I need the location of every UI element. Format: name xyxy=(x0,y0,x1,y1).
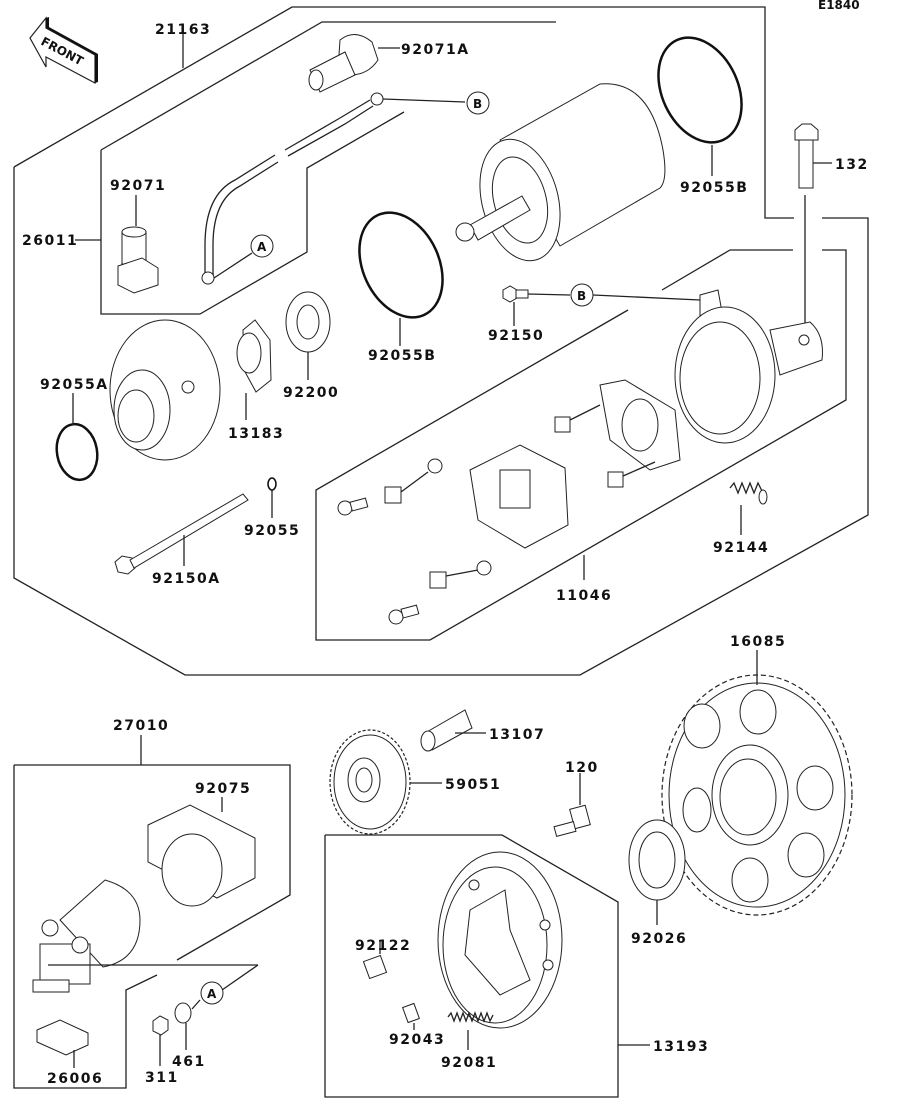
box-11046-top-right xyxy=(661,249,793,291)
part-label-92200: 92200 xyxy=(283,385,339,401)
part-label-92075: 92075 xyxy=(195,781,251,797)
ref-b-mid-label: B xyxy=(577,289,586,303)
part-13183-plate xyxy=(236,319,272,393)
part-motor-yoke xyxy=(455,83,666,262)
ref-a-label: A xyxy=(257,240,267,254)
part-120-bolt xyxy=(553,804,591,838)
part-59051-idle-gear xyxy=(329,729,411,835)
front-arrow-icon: FRONT xyxy=(29,16,98,84)
ref-b-label: B xyxy=(473,97,482,111)
part-16085-clutch-gear xyxy=(661,674,853,916)
part-starter-cable xyxy=(201,92,384,285)
part-92055B-o-ring-top xyxy=(657,36,743,144)
part-label-92071A: 92071A xyxy=(401,42,470,58)
part-label-92150A: 92150A xyxy=(152,571,221,587)
part-label-27010: 27010 xyxy=(113,718,169,734)
part-label-92055: 92055 xyxy=(244,523,300,539)
part-311-nut xyxy=(152,1015,169,1036)
part-label-132: 132 xyxy=(835,157,869,173)
part-26006-fuse xyxy=(36,1019,89,1056)
part-label-461: 461 xyxy=(172,1054,206,1070)
part-label-92122: 92122 xyxy=(355,938,411,954)
box-13193 xyxy=(324,834,619,1098)
part-brush-holder-plate xyxy=(554,379,681,488)
leader-ref-b-top xyxy=(382,98,466,103)
part-92071-terminal-nut xyxy=(117,226,159,294)
diagram-code: E1840 xyxy=(818,0,860,12)
part-92055B-o-ring-mid xyxy=(358,211,444,319)
part-label-11046: 11046 xyxy=(556,588,612,604)
kit-outline-21163-top xyxy=(13,6,794,219)
part-92043-pin xyxy=(401,1002,421,1024)
box-26011-top xyxy=(100,21,556,151)
leader-ref-a-relay-2 xyxy=(221,964,259,991)
part-92055A-o-ring xyxy=(55,422,99,482)
part-brush-screws xyxy=(337,497,420,625)
ref-circle-b xyxy=(466,91,490,115)
leader-ref-b-bracket xyxy=(592,294,701,301)
part-label-120: 120 xyxy=(565,760,599,776)
part-label-92026: 92026 xyxy=(631,931,687,947)
box-26011 xyxy=(100,111,405,315)
part-92055-o-ring xyxy=(267,477,277,491)
leader-ref-a-cable xyxy=(213,252,253,279)
box-27010-right xyxy=(14,764,291,961)
part-label-13193: 13193 xyxy=(653,1039,709,1055)
part-92122-roller xyxy=(362,954,388,980)
part-92150-bolt xyxy=(502,285,529,303)
part-one-way-clutch xyxy=(437,851,563,1029)
part-label-92043: 92043 xyxy=(389,1032,445,1048)
part-label-13183: 13183 xyxy=(228,426,284,442)
part-label-21163: 21163 xyxy=(155,22,211,38)
kit-outline-21163 xyxy=(13,167,869,676)
part-label-92055A: 92055A xyxy=(40,377,109,393)
part-label-92071: 92071 xyxy=(110,178,166,194)
part-92200-washer xyxy=(285,291,331,353)
part-front-cover xyxy=(109,319,221,461)
part-461-washer xyxy=(174,1002,192,1024)
part-132-bolt xyxy=(794,123,819,189)
part-brush-holder xyxy=(469,444,569,549)
part-label-92055B-mid: 92055B xyxy=(368,348,436,364)
part-rear-cover xyxy=(674,289,823,444)
part-label-26006: 26006 xyxy=(47,1071,103,1087)
part-starter-relay xyxy=(32,879,141,993)
part-label-92150: 92150 xyxy=(488,328,544,344)
part-92026-washer xyxy=(628,819,686,901)
ref-circle-a-bottom xyxy=(200,981,224,1005)
ref-circle-a xyxy=(250,234,274,258)
part-92071A-cap xyxy=(308,34,379,93)
part-92144-spring xyxy=(729,481,768,505)
part-label-16085: 16085 xyxy=(730,634,786,650)
part-92081-spring xyxy=(447,1011,494,1023)
leader-ref-b-mid xyxy=(527,293,571,296)
part-label-311: 311 xyxy=(145,1070,179,1086)
ref-a-bottom-label: A xyxy=(207,987,217,1001)
part-label-26011: 26011 xyxy=(22,233,78,249)
part-label-92055B-top: 92055B xyxy=(680,180,748,196)
part-92075-relay-cover xyxy=(147,804,256,907)
box-11046 xyxy=(315,249,847,641)
part-brush-lead xyxy=(384,458,492,589)
part-label-13107: 13107 xyxy=(489,727,545,743)
part-label-92081: 92081 xyxy=(441,1055,497,1071)
part-label-59051: 59051 xyxy=(445,777,501,793)
box-27010 xyxy=(13,765,158,1089)
part-label-92144: 92144 xyxy=(713,540,769,556)
leader-ref-a-washer xyxy=(191,999,201,1010)
part-92150A-long-bolt xyxy=(114,493,249,575)
part-13107-shaft xyxy=(420,709,473,752)
